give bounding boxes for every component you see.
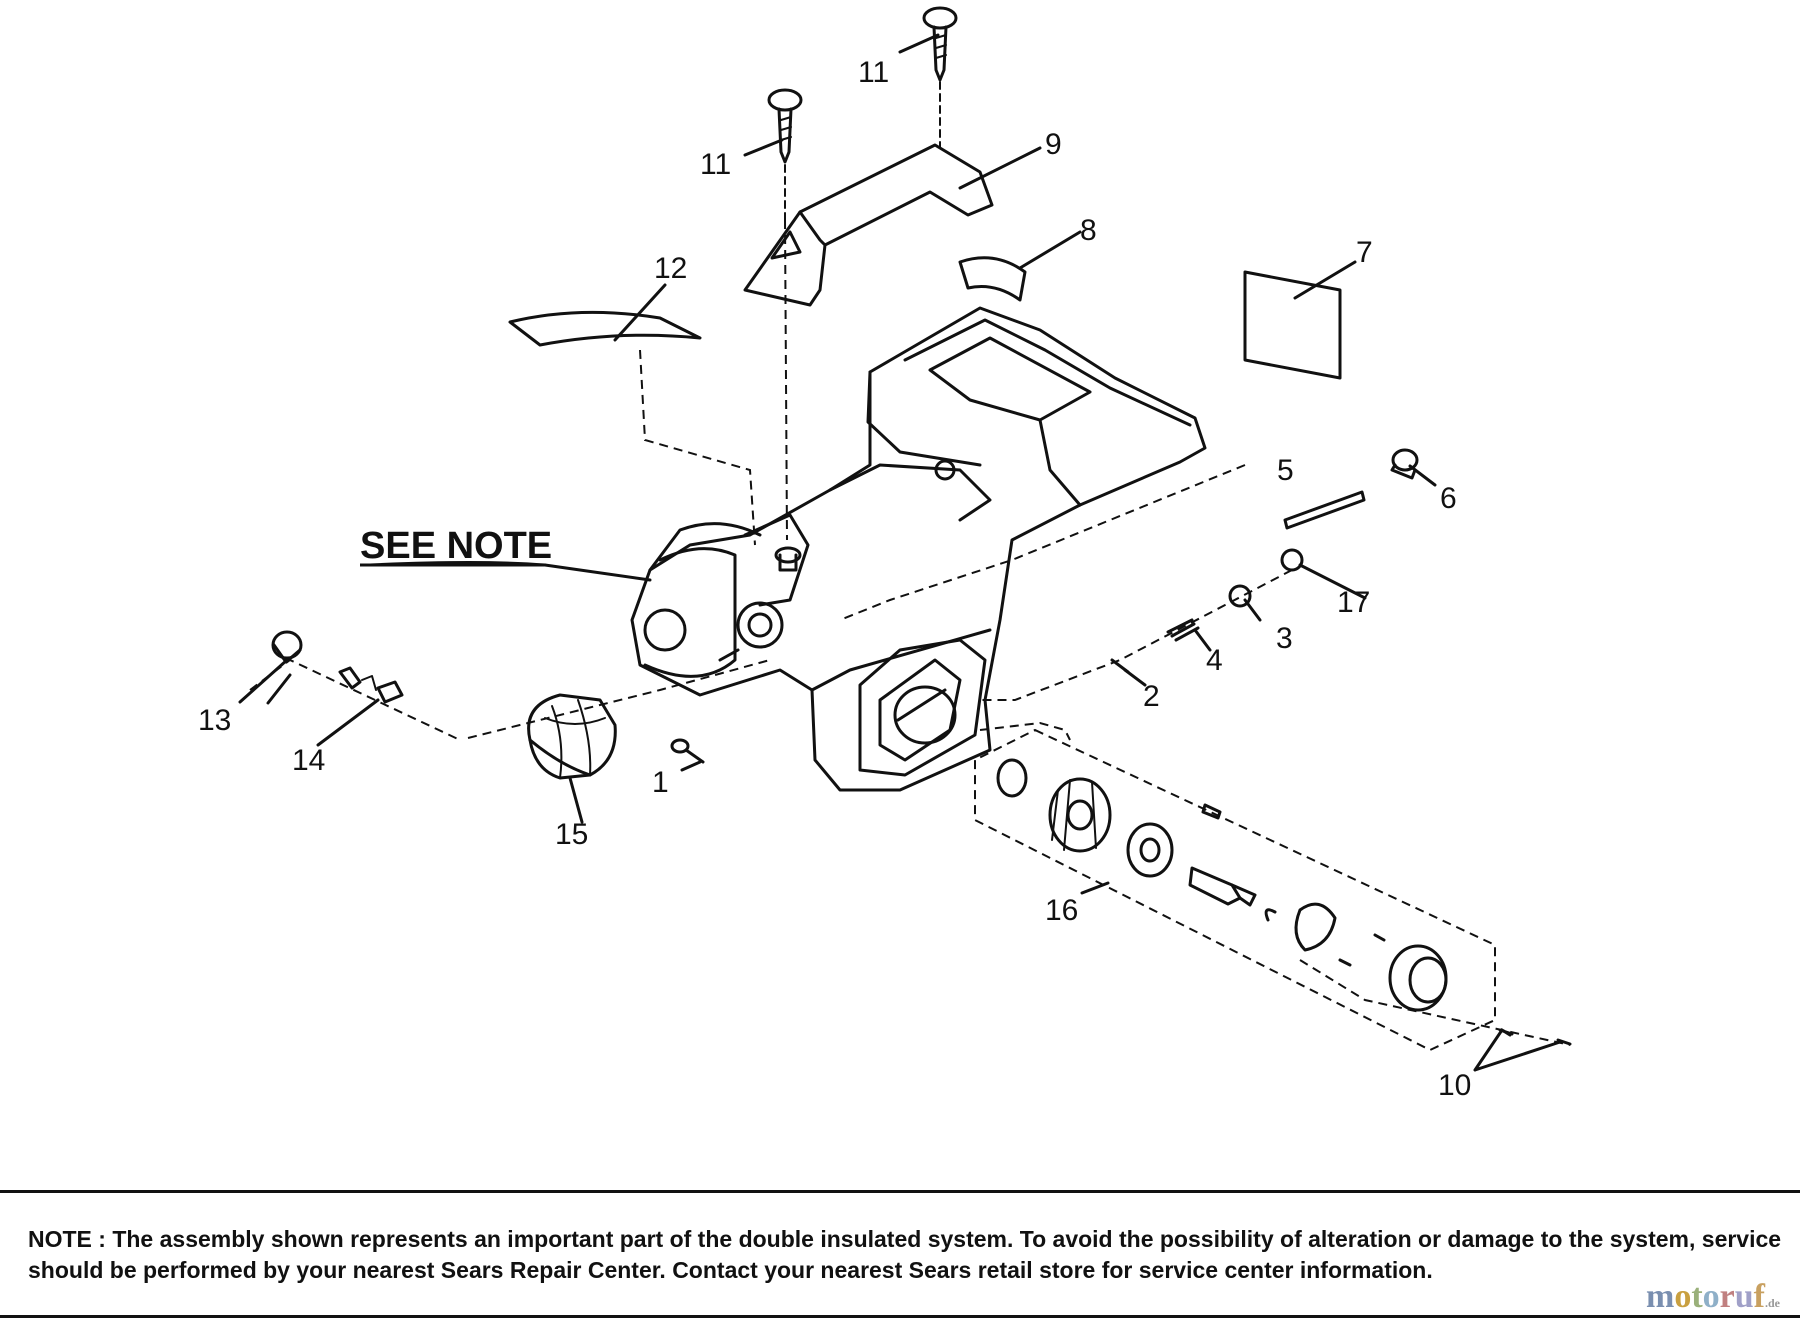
- callout-8: 8: [1080, 214, 1097, 247]
- watermark-logo: motoruf.de: [1646, 1278, 1780, 1315]
- callout-11-right: 11: [858, 56, 889, 89]
- callout-4: 4: [1206, 644, 1223, 677]
- callout-17: 17: [1337, 586, 1370, 619]
- washer-part-17: [1280, 548, 1304, 572]
- label-part-12: [508, 310, 702, 347]
- nut-part-6: [1390, 448, 1419, 480]
- callout-10: 10: [1438, 1069, 1471, 1102]
- knob-part-15: [527, 693, 617, 780]
- callout-1: 1: [652, 766, 669, 799]
- exploded-parts-diagram: 11 11 9 8 12 7 5 6 17 3 4 2 1 13 14 15 1…: [198, 6, 1572, 1102]
- callout-15: 15: [555, 818, 588, 851]
- callout-3: 3: [1276, 622, 1293, 655]
- callout-6: 6: [1440, 482, 1457, 515]
- strip-part-8: [958, 256, 1027, 302]
- main-housing: [630, 306, 1207, 792]
- callout-13: 13: [198, 704, 231, 737]
- brush-part-14: [338, 666, 404, 704]
- see-note-label: SEE NOTE: [360, 525, 552, 567]
- shaft-part-5: [1283, 490, 1366, 530]
- callout-7: 7: [1356, 236, 1373, 269]
- handle-part-9: [743, 143, 994, 307]
- label-part-7: [1243, 270, 1342, 380]
- callout-2: 2: [1143, 680, 1160, 713]
- screw-part-1: [670, 738, 705, 764]
- callout-5: 5: [1277, 454, 1294, 487]
- callout-9: 9: [1045, 128, 1062, 161]
- callout-12: 12: [654, 252, 687, 285]
- gear-assembly-part-16: [996, 758, 1448, 1012]
- screw-11-left: [767, 88, 803, 221]
- callout-11-left: 11: [700, 148, 731, 181]
- note-box: [0, 1190, 1800, 1318]
- callout-16: 16: [1045, 894, 1078, 927]
- cap-part-13: [271, 630, 303, 664]
- screw-11-right: [922, 6, 958, 151]
- note-text: NOTE : The assembly shown represents an …: [28, 1226, 1782, 1283]
- callout-14: 14: [292, 744, 325, 777]
